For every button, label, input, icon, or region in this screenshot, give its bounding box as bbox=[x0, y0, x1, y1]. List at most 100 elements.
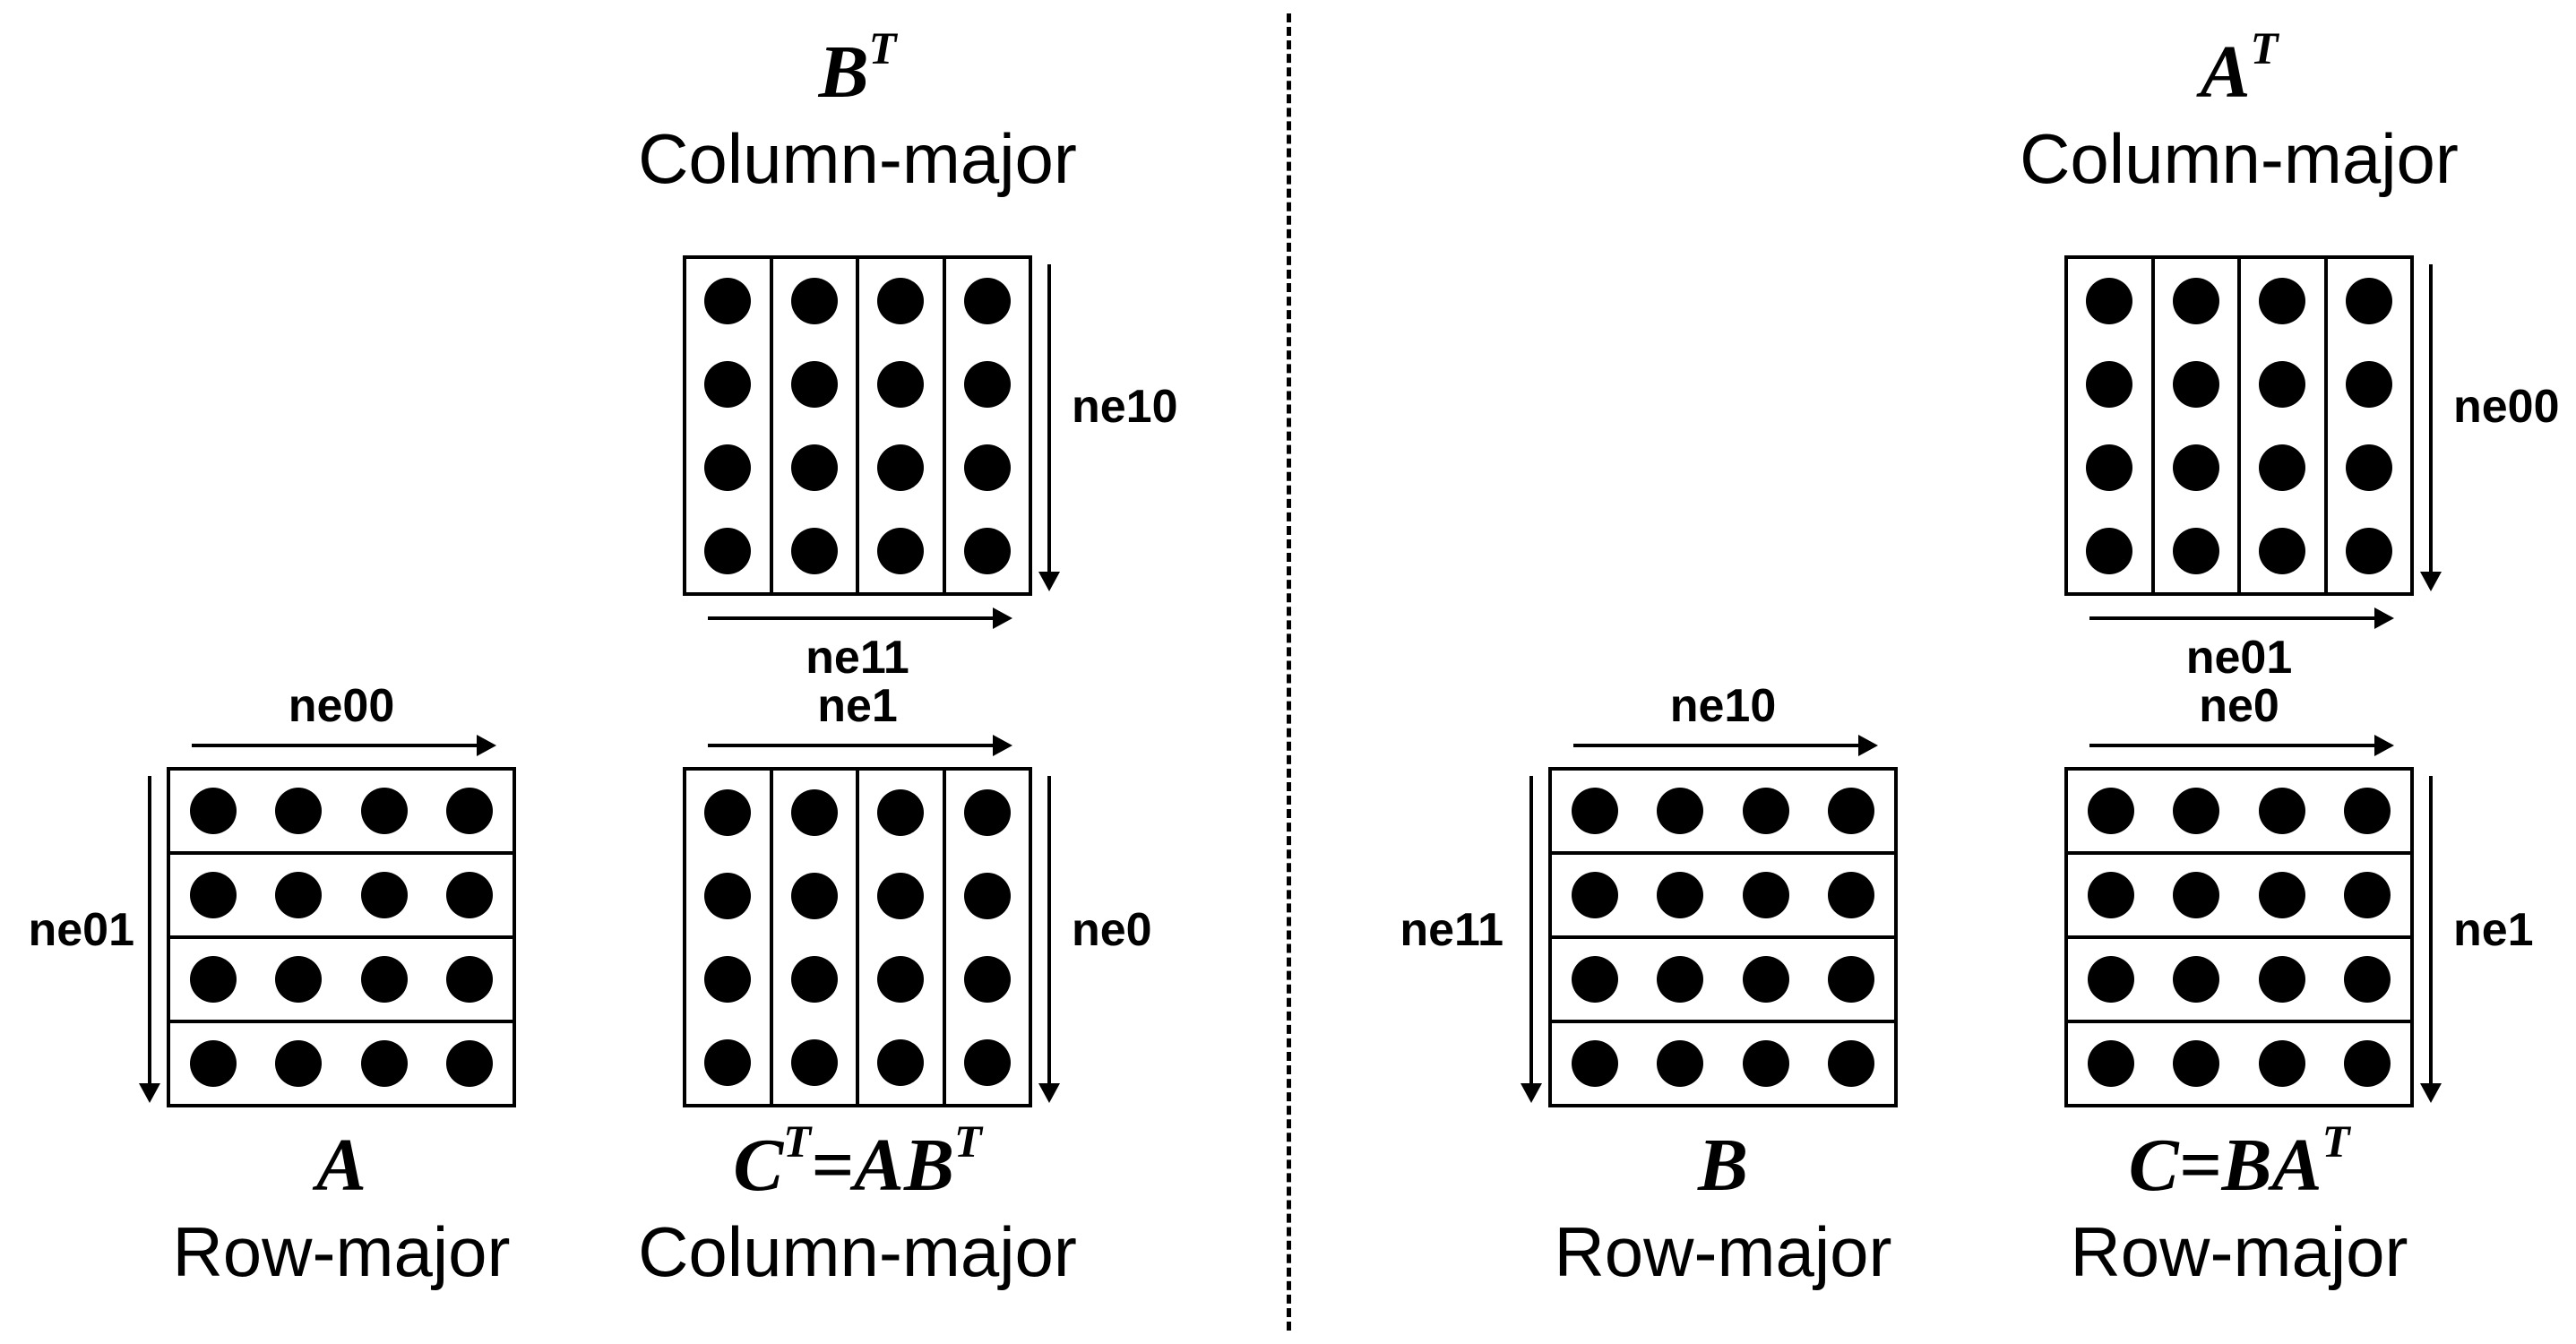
element-dot-icon bbox=[2172, 444, 2219, 491]
b-ne10-label: ne10 bbox=[1669, 680, 1777, 732]
at-layout-label: Column-major bbox=[2020, 119, 2459, 199]
matrix-stripe bbox=[2241, 259, 2328, 592]
element-dot-icon bbox=[2345, 277, 2392, 324]
element-dot-icon bbox=[2345, 360, 2392, 408]
ct-ne0-arrow-down-icon bbox=[1038, 776, 1060, 1103]
element-dot-icon bbox=[790, 1038, 838, 1086]
element-dot-icon bbox=[2258, 788, 2305, 834]
element-dot-icon bbox=[704, 277, 752, 324]
element-dot-icon bbox=[704, 444, 752, 491]
bt-layout-label: Column-major bbox=[638, 119, 1077, 199]
b-matrix-grid bbox=[1548, 767, 1898, 1107]
a-ne01-label: ne01 bbox=[28, 904, 134, 956]
element-dot-icon bbox=[963, 527, 1011, 574]
bt-caption: BT Column-major bbox=[589, 26, 1126, 200]
bt-matrix-grid bbox=[683, 255, 1032, 596]
at-title-base: A bbox=[2200, 30, 2251, 114]
element-dot-icon bbox=[877, 277, 925, 324]
element-dot-icon bbox=[2345, 527, 2392, 574]
at-caption: AT Column-major bbox=[1970, 26, 2508, 200]
element-dot-icon bbox=[1657, 872, 1704, 918]
a-ne00-arrow-right-icon bbox=[192, 735, 496, 756]
element-dot-icon bbox=[2172, 277, 2219, 324]
element-dot-icon bbox=[2259, 444, 2306, 491]
ct-title-p2: =AB bbox=[811, 1124, 954, 1207]
element-dot-icon bbox=[2087, 788, 2134, 834]
at-ne00-label: ne00 bbox=[2453, 381, 2560, 433]
element-dot-icon bbox=[1657, 956, 1704, 1003]
element-dot-icon bbox=[704, 1038, 752, 1086]
a-matrix-grid bbox=[167, 767, 516, 1107]
element-dot-icon bbox=[275, 956, 323, 1003]
element-dot-icon bbox=[189, 788, 237, 834]
element-dot-icon bbox=[877, 527, 925, 574]
bt-ne10-label: ne10 bbox=[1072, 381, 1178, 433]
element-dot-icon bbox=[360, 1040, 408, 1087]
matrix-stripe bbox=[2068, 1023, 2410, 1104]
element-dot-icon bbox=[1828, 872, 1875, 918]
matrix-stripe bbox=[2155, 259, 2241, 592]
a-layout-label: Row-major bbox=[172, 1212, 511, 1292]
element-dot-icon bbox=[446, 1040, 494, 1087]
ct-title-s2: T bbox=[953, 1116, 982, 1167]
element-dot-icon bbox=[2258, 1040, 2305, 1087]
element-dot-icon bbox=[704, 360, 752, 408]
element-dot-icon bbox=[275, 872, 323, 918]
a-title-base: A bbox=[315, 1124, 367, 1207]
c-title: C=BAT bbox=[1970, 1119, 2508, 1207]
ct-ne1-label: ne1 bbox=[817, 680, 898, 732]
matrix-stripe bbox=[2068, 939, 2410, 1023]
matrix-stripe bbox=[2068, 855, 2410, 939]
c-matrix-grid bbox=[2064, 767, 2414, 1107]
element-dot-icon bbox=[1828, 1040, 1875, 1087]
matrix-stripe bbox=[946, 771, 1030, 1104]
element-dot-icon bbox=[790, 955, 838, 1003]
element-dot-icon bbox=[877, 872, 925, 919]
element-dot-icon bbox=[1657, 1040, 1704, 1087]
matrix-stripe bbox=[2328, 259, 2411, 592]
element-dot-icon bbox=[877, 360, 925, 408]
a-caption: A Row-major bbox=[73, 1124, 610, 1293]
bt-title-sup: T bbox=[868, 23, 897, 74]
panel-divider bbox=[1287, 13, 1291, 1331]
element-dot-icon bbox=[877, 955, 925, 1003]
a-title: A bbox=[73, 1124, 610, 1207]
element-dot-icon bbox=[1742, 872, 1789, 918]
c-title-s1: T bbox=[2322, 1116, 2350, 1167]
ct-caption: CT=ABT Column-major bbox=[589, 1119, 1126, 1293]
element-dot-icon bbox=[2345, 444, 2392, 491]
matrix-stripe bbox=[773, 771, 859, 1104]
element-dot-icon bbox=[877, 1038, 925, 1086]
ct-title-p1: C bbox=[733, 1124, 784, 1207]
c-ne0-label: ne0 bbox=[2199, 680, 2279, 732]
element-dot-icon bbox=[963, 277, 1011, 324]
matrix-stripe bbox=[946, 259, 1030, 592]
at-ne01-label: ne01 bbox=[2185, 632, 2293, 684]
ct-matrix-grid bbox=[683, 767, 1032, 1107]
element-dot-icon bbox=[189, 872, 237, 918]
matrix-stripe bbox=[1552, 1023, 1894, 1104]
c-ne1-arrow-down-icon bbox=[2420, 776, 2442, 1103]
element-dot-icon bbox=[790, 527, 838, 574]
c-ne0-arrow-right-icon bbox=[2089, 735, 2394, 756]
at-ne00-arrow-down-icon bbox=[2420, 264, 2442, 591]
ct-layout-label: Column-major bbox=[638, 1212, 1077, 1292]
element-dot-icon bbox=[2172, 527, 2219, 574]
element-dot-icon bbox=[2086, 527, 2133, 574]
element-dot-icon bbox=[2086, 360, 2133, 408]
c-title-p1: C=BA bbox=[2128, 1124, 2322, 1207]
element-dot-icon bbox=[1828, 788, 1875, 834]
element-dot-icon bbox=[704, 527, 752, 574]
ct-title-s1: T bbox=[783, 1116, 812, 1167]
a-ne01-arrow-down-icon bbox=[139, 776, 160, 1103]
element-dot-icon bbox=[704, 955, 752, 1003]
element-dot-icon bbox=[2087, 956, 2134, 1003]
element-dot-icon bbox=[2173, 1040, 2220, 1087]
element-dot-icon bbox=[2172, 360, 2219, 408]
element-dot-icon bbox=[446, 956, 494, 1003]
a-ne00-label: ne00 bbox=[288, 680, 395, 732]
element-dot-icon bbox=[963, 955, 1011, 1003]
bt-title-base: B bbox=[818, 30, 869, 114]
c-caption: C=BAT Row-major bbox=[1970, 1119, 2508, 1293]
